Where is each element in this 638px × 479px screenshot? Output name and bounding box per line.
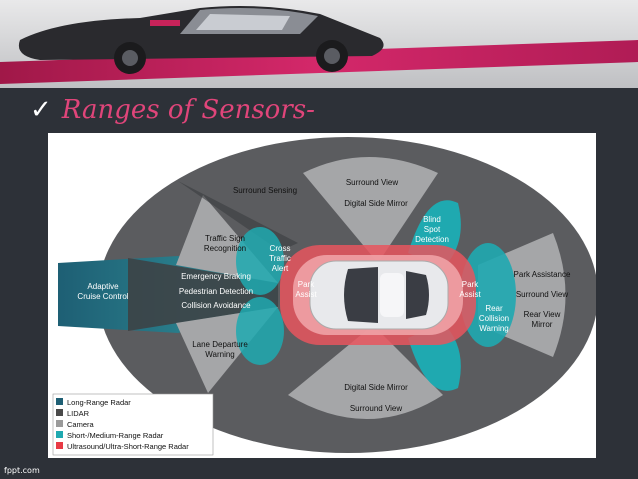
header-car-banner: [0, 0, 638, 88]
slide-title: Ranges of Sensors-: [61, 95, 315, 125]
legend-label: Short-/Medium-Range Radar: [67, 431, 164, 440]
label-cross-traffic-2: Traffic: [269, 254, 291, 263]
label-digital-side-mirror-top: Digital Side Mirror: [344, 199, 408, 208]
legend-swatch: [56, 420, 63, 427]
label-park-assist-rear-2: Assist: [459, 290, 481, 299]
radar-front-left: [236, 227, 284, 295]
label-lane-departure-2: Warning: [205, 350, 235, 359]
label-adaptive-cruise-1: Adaptive: [87, 282, 119, 291]
label-lane-departure-1: Lane Departure: [192, 340, 248, 349]
legend-label: Camera: [67, 420, 95, 429]
label-blind-spot-3: Detection: [415, 235, 449, 244]
label-surround-view-bottom: Surround View: [350, 404, 403, 413]
label-blind-spot-2: Spot: [424, 225, 441, 234]
radar-rear: [460, 243, 516, 347]
label-surround-view-top: Surround View: [346, 178, 399, 187]
label-traffic-sign-1: Traffic Sign: [205, 234, 245, 243]
label-digital-side-mirror-bottom: Digital Side Mirror: [344, 383, 408, 392]
label-collision-avoidance: Collision Avoidance: [181, 301, 251, 310]
label-traffic-sign-2: Recognition: [204, 244, 246, 253]
label-rear-view-mirror-2: Mirror: [532, 320, 553, 329]
car-image: [18, 6, 384, 74]
label-surround-view-right: Surround View: [516, 290, 569, 299]
label-emergency-braking: Emergency Braking: [181, 272, 251, 281]
legend-label: Long-Range Radar: [67, 398, 131, 407]
sensor-range-diagram: Adaptive Cruise Control Surround Sensing…: [48, 133, 596, 458]
legend-label: Ultrasound/Ultra-Short-Range Radar: [67, 442, 189, 451]
slide-title-row: ✓ Ranges of Sensors-: [30, 92, 315, 128]
label-adaptive-cruise-2: Cruise Control: [77, 292, 128, 301]
label-park-assist-front-1: Park: [298, 280, 315, 289]
check-icon: ✓: [30, 95, 52, 125]
camera-top-wedge: [303, 157, 438, 263]
legend-swatch: [56, 442, 63, 449]
label-rear-view-mirror-1: Rear View: [524, 310, 561, 319]
legend-box: [52, 393, 214, 456]
label-blind-spot-1: Blind: [423, 215, 441, 224]
label-cross-traffic-3: Alert: [272, 264, 289, 273]
radar-front-right: [236, 297, 284, 365]
camera-bottom-wedge: [288, 325, 443, 419]
label-rear-collision-1: Rear: [485, 304, 503, 313]
legend-swatch: [56, 398, 63, 405]
label-park-assistance: Park Assistance: [514, 270, 571, 279]
car-top-view: [309, 260, 449, 330]
label-rear-collision-2: Collision: [479, 314, 509, 323]
legend-label: LIDAR: [67, 409, 90, 418]
label-pedestrian-detection: Pedestrian Detection: [179, 287, 253, 296]
watermark: fppt.com: [4, 466, 40, 475]
label-park-assist-front-2: Assist: [295, 290, 317, 299]
label-rear-collision-3: Warning: [479, 324, 509, 333]
legend-swatch: [56, 409, 63, 416]
label-cross-traffic-1: Cross: [270, 244, 291, 253]
label-surround-sensing: Surround Sensing: [233, 186, 297, 195]
label-park-assist-rear-1: Park: [462, 280, 479, 289]
legend-swatch: [56, 431, 63, 438]
